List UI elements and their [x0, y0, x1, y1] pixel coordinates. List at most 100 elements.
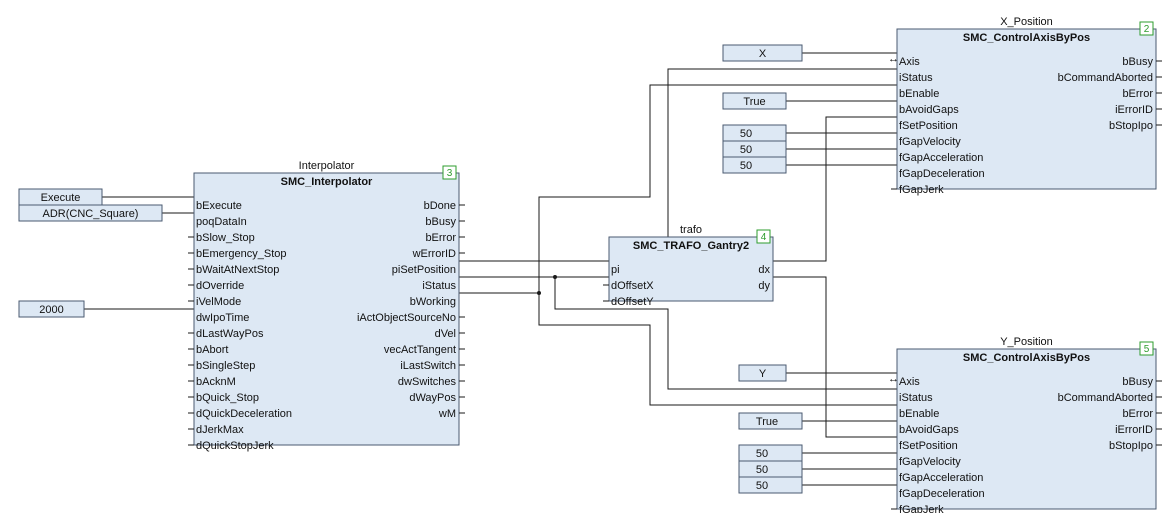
input-pin-axis[interactable]: Axis: [899, 376, 920, 388]
left-right-arrow-icon: ↔: [888, 53, 899, 65]
block-type-name: SMC_ControlAxisByPos: [963, 352, 1090, 364]
output-pin-bcommandaborted[interactable]: bCommandAborted: [1058, 72, 1153, 84]
constant-ipo-time[interactable]: 2000: [18, 300, 85, 318]
svg-text:True: True: [756, 416, 778, 428]
input-pin-doffsetx[interactable]: dOffsetX: [611, 280, 654, 292]
input-pin-istatus[interactable]: iStatus: [899, 72, 933, 84]
output-pin-bdone[interactable]: bDone: [424, 200, 456, 212]
input-pin-fgapacceleration[interactable]: fGapAcceleration: [899, 472, 983, 484]
input-pin-fgapvelocity[interactable]: fGapVelocity: [899, 456, 961, 468]
input-pin-backnm[interactable]: bAcknM: [196, 376, 236, 388]
constant-execute[interactable]: Execute: [18, 188, 103, 206]
block-body[interactable]: [896, 28, 1157, 190]
output-pin-berror[interactable]: bError: [1122, 88, 1153, 100]
input-pin-djerkmax[interactable]: dJerkMax: [196, 424, 244, 436]
input-pin-bavoidgaps[interactable]: bAvoidGaps: [899, 104, 959, 116]
input-pin-bwaitatnextstop[interactable]: bWaitAtNextStop: [196, 264, 279, 276]
input-pin-fgapjerk[interactable]: fGapJerk: [899, 504, 944, 513]
input-pin-dquickstopjerk[interactable]: dQuickStopJerk: [196, 440, 274, 452]
output-pin-bbusy[interactable]: bBusy: [425, 216, 456, 228]
input-pin-fsetposition[interactable]: fSetPosition: [899, 120, 958, 132]
output-pin-bstopipo[interactable]: bStopIpo: [1109, 120, 1153, 132]
output-pin-iactobjectsourceno[interactable]: iActObjectSourceNo: [357, 312, 456, 324]
input-pin-ivelmode[interactable]: iVelMode: [196, 296, 241, 308]
constant-x-gap-deceleration[interactable]: 50: [722, 156, 787, 174]
input-pin-doverride[interactable]: dOverride: [196, 280, 244, 292]
output-pin-wm[interactable]: wM: [438, 408, 456, 420]
constant-x-axis[interactable]: X: [722, 44, 803, 62]
input-pin-bavoidgaps[interactable]: bAvoidGaps: [899, 424, 959, 436]
constant-x-gap-acceleration[interactable]: 50: [722, 140, 787, 158]
svg-text:True: True: [743, 96, 765, 108]
constant-y-gap-deceleration[interactable]: 50: [738, 476, 803, 494]
output-pin-dwaypos[interactable]: dWayPos: [409, 392, 456, 404]
input-pin-poqdatain[interactable]: poqDataIn: [196, 216, 247, 228]
input-pin-bexecute[interactable]: bExecute: [196, 200, 242, 212]
block-body[interactable]: [193, 172, 460, 446]
constant-x-gap-velocity[interactable]: 50: [722, 124, 787, 142]
input-pin-fgapdeceleration[interactable]: fGapDeceleration: [899, 168, 985, 180]
input-pin-dquickdeceleration[interactable]: dQuickDeceleration: [196, 408, 292, 420]
output-pin-bworking[interactable]: bWorking: [410, 296, 456, 308]
output-pin-ierrorid[interactable]: iErrorID: [1115, 424, 1153, 436]
svg-text:2000: 2000: [39, 304, 63, 316]
block-instance-name: X_Position: [1000, 16, 1053, 28]
output-pin-dx[interactable]: dx: [758, 264, 770, 276]
input-pin-dlastwaypos[interactable]: dLastWayPos: [196, 328, 264, 340]
input-pin-bsinglestep[interactable]: bSingleStep: [196, 360, 255, 372]
output-pin-werrorid[interactable]: wErrorID: [412, 248, 456, 260]
input-pin-bemergency-stop[interactable]: bEmergency_Stop: [196, 248, 287, 260]
wires: [84, 52, 897, 486]
wire-junction: [553, 275, 557, 279]
input-pin-dwipotime[interactable]: dwIpoTime: [196, 312, 249, 324]
output-pin-dwswitches[interactable]: dwSwitches: [398, 376, 457, 388]
input-pin-fgapacceleration[interactable]: fGapAcceleration: [899, 152, 983, 164]
input-pin-benable[interactable]: bEnable: [899, 408, 939, 420]
input-pin-axis[interactable]: Axis: [899, 56, 920, 68]
output-pin-bbusy[interactable]: bBusy: [1122, 376, 1153, 388]
input-pin-fsetposition[interactable]: fSetPosition: [899, 440, 958, 452]
output-pin-bcommandaborted[interactable]: bCommandAborted: [1058, 392, 1153, 404]
output-pin-bstopipo[interactable]: bStopIpo: [1109, 440, 1153, 452]
function-block-x-position[interactable]: X_PositionSMC_ControlAxisByPos2Axis↔iSta…: [888, 16, 1162, 196]
function-block-y-position[interactable]: Y_PositionSMC_ControlAxisByPos5Axis↔iSta…: [888, 336, 1162, 513]
function-block-trafo[interactable]: trafoSMC_TRAFO_Gantry24pidOffsetXdOffset…: [603, 224, 774, 308]
input-pin-pi[interactable]: pi: [611, 264, 620, 276]
input-pin-fgapdeceleration[interactable]: fGapDeceleration: [899, 488, 985, 500]
output-pin-berror[interactable]: bError: [1122, 408, 1153, 420]
svg-text:X: X: [759, 48, 767, 60]
output-pin-dvel[interactable]: dVel: [435, 328, 456, 340]
input-pin-doffsety[interactable]: dOffsetY: [611, 296, 654, 308]
output-pin-dy[interactable]: dy: [758, 280, 770, 292]
constant-y-avoid-gaps[interactable]: True: [738, 412, 803, 430]
output-pin-pisetposition[interactable]: piSetPosition: [392, 264, 456, 276]
svg-text:50: 50: [756, 448, 768, 460]
input-pin-fgapvelocity[interactable]: fGapVelocity: [899, 136, 961, 148]
constant-y-gap-acceleration[interactable]: 50: [738, 460, 803, 478]
block-instance-name: Y_Position: [1000, 336, 1053, 348]
block-number-text: 3: [447, 168, 453, 179]
output-pin-ilastswitch[interactable]: iLastSwitch: [400, 360, 456, 372]
block-number-badge: [1139, 21, 1154, 36]
block-body[interactable]: [896, 348, 1157, 510]
output-pin-ierrorid[interactable]: iErrorID: [1115, 104, 1153, 116]
constant-y-gap-velocity[interactable]: 50: [738, 444, 803, 462]
svg-text:Execute: Execute: [41, 192, 81, 204]
constant-x-avoid-gaps[interactable]: True: [722, 92, 787, 110]
input-pin-fgapjerk[interactable]: fGapJerk: [899, 184, 944, 196]
constant-y-axis[interactable]: Y: [738, 364, 787, 382]
output-pin-istatus[interactable]: iStatus: [422, 280, 456, 292]
input-pin-bquick-stop[interactable]: bQuick_Stop: [196, 392, 259, 404]
output-pin-berror[interactable]: bError: [425, 232, 456, 244]
function-block-interpolator[interactable]: InterpolatorSMC_Interpolator3bExecutepoq…: [188, 160, 465, 452]
input-pin-istatus[interactable]: iStatus: [899, 392, 933, 404]
input-pin-benable[interactable]: bEnable: [899, 88, 939, 100]
block-instance-name: Interpolator: [299, 160, 355, 172]
block-body[interactable]: [608, 236, 774, 302]
input-pin-babort[interactable]: bAbort: [196, 344, 228, 356]
output-pin-bbusy[interactable]: bBusy: [1122, 56, 1153, 68]
constant-adr-cnc-square[interactable]: ADR(CNC_Square): [18, 204, 163, 222]
output-pin-vecacttangent[interactable]: vecActTangent: [384, 344, 456, 356]
input-pin-bslow-stop[interactable]: bSlow_Stop: [196, 232, 255, 244]
